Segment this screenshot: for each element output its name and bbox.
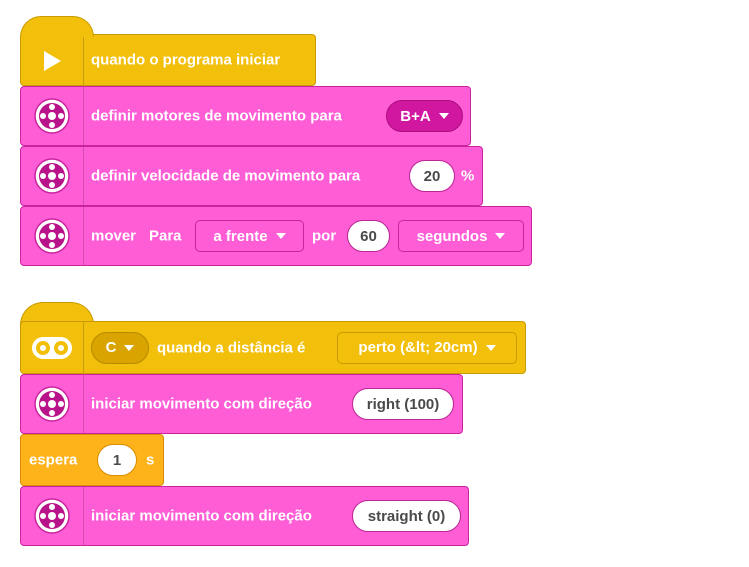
start-moving-label: iniciar movimento com direção [91,395,312,413]
distance-label: quando a distância é [157,339,306,356]
seconds-unit: s [146,451,155,469]
condition-value: perto (&lt; 20cm) [358,339,478,356]
when-distance-is-block[interactable]: C quando a distância é perto (&lt; 20cm) [20,321,526,374]
set-movement-speed-block[interactable]: definir velocidade de movimento para 20 … [20,146,483,206]
distance-condition-dropdown[interactable]: perto (&lt; 20cm) [337,331,517,364]
direction-value: a frente [213,227,268,245]
motor-icon-area [21,87,84,145]
port-value: C [105,339,117,356]
port-dropdown[interactable]: C [91,331,149,364]
direction-dropdown[interactable]: a frente [195,220,304,252]
start-moving-block[interactable]: iniciar movimento com direção right (100… [20,374,463,434]
chevron-down-icon [124,344,135,351]
start-moving-block[interactable]: iniciar movimento com direção straight (… [20,486,469,546]
wait-block[interactable]: espera 1 s [20,434,164,486]
motor-ports-value: B+A [400,107,431,125]
steering-input[interactable]: right (100) [352,388,454,420]
move-for-block[interactable]: mover Para a frente por 60 segundos [20,206,532,266]
set-movement-motors-block[interactable]: definir motores de movimento para B+A [20,86,471,146]
hat-cap [20,16,94,37]
chevron-down-icon [438,113,449,119]
motor-icon-area [21,207,84,265]
motor-icon-area [21,147,84,205]
hat-icon-area [21,35,84,85]
motor-icon-area [21,487,84,545]
set-speed-label: definir velocidade de movimento para [91,167,361,185]
start-moving-label: iniciar movimento com direção [91,507,312,525]
movement-motor-icon [34,498,70,534]
when-program-starts-block[interactable]: quando o programa iniciar [20,34,316,86]
chevron-down-icon [485,344,496,351]
movement-motor-icon [34,158,70,194]
distance-sensor-icon [32,337,72,359]
wait-label: espera [29,451,78,469]
steering-input[interactable]: straight (0) [352,500,461,532]
unit-dropdown[interactable]: segundos [398,220,524,252]
movement-motor-icon [34,98,70,134]
sensor-icon-area [21,322,84,373]
wait-duration-input[interactable]: 1 [97,444,137,476]
move-label: mover [91,227,137,245]
speed-input[interactable]: 20 [409,160,455,192]
motor-ports-dropdown[interactable]: B+A [386,100,463,132]
hat-label: quando o programa iniciar [91,51,281,69]
chevron-down-icon [275,233,286,239]
set-motors-label: definir motores de movimento para [91,107,342,125]
play-icon [44,51,61,71]
chevron-down-icon [495,233,506,239]
para-label: Para [149,227,182,245]
movement-motor-icon [34,218,70,254]
motor-icon-area [21,375,84,433]
movement-motor-icon [34,386,70,422]
percent-unit: % [461,167,475,185]
unit-value: segundos [416,227,488,245]
por-label: por [312,227,337,245]
duration-input[interactable]: 60 [347,220,390,252]
